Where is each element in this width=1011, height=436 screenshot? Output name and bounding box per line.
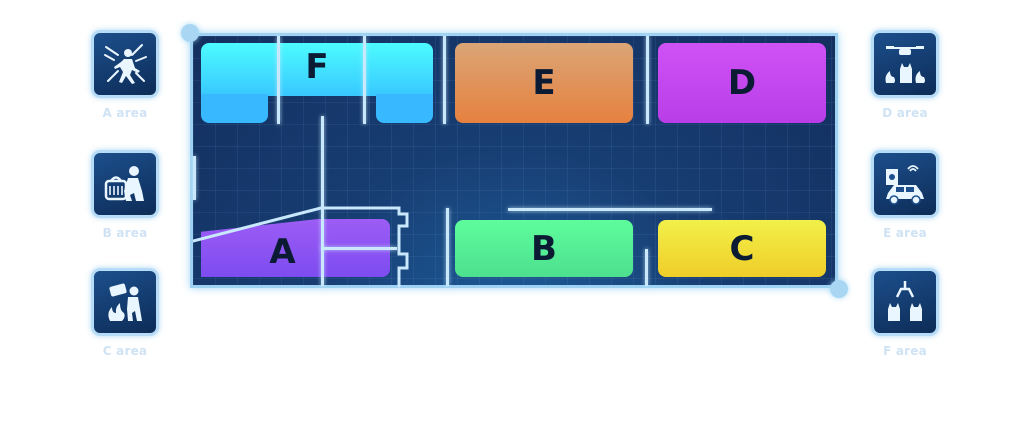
wall bbox=[443, 36, 446, 124]
wall bbox=[645, 249, 648, 286]
factory-car-signal-icon bbox=[871, 150, 939, 218]
area-caption: A area bbox=[102, 106, 148, 120]
room-label-e: E bbox=[532, 63, 556, 103]
area-caption: B area bbox=[102, 226, 148, 240]
wall bbox=[193, 156, 196, 200]
floor-plan: F E D A B C bbox=[190, 33, 838, 288]
corner-handle-bottom-right[interactable] bbox=[830, 280, 848, 298]
drone-cat-fire-icon bbox=[871, 30, 939, 98]
room-f-left-wing bbox=[201, 94, 268, 123]
wall bbox=[446, 208, 449, 286]
area-caption: F area bbox=[883, 344, 927, 358]
room-label-a: A bbox=[269, 232, 296, 272]
room-f[interactable]: F bbox=[201, 43, 433, 96]
wall bbox=[363, 36, 366, 124]
running-person-alarm-icon bbox=[91, 30, 159, 98]
area-card-d[interactable]: D area bbox=[870, 30, 940, 120]
area-card-e[interactable]: E area bbox=[870, 150, 940, 240]
wall bbox=[321, 116, 324, 286]
wall bbox=[508, 208, 712, 211]
area-caption: E area bbox=[883, 226, 927, 240]
wall bbox=[321, 247, 397, 250]
wall-outline bbox=[193, 206, 409, 288]
corner-handle-top-left[interactable] bbox=[181, 24, 199, 42]
room-d[interactable]: D bbox=[658, 43, 826, 123]
room-b[interactable]: B bbox=[455, 220, 633, 277]
area-card-b[interactable]: B area bbox=[90, 150, 160, 240]
room-c[interactable]: C bbox=[658, 220, 826, 277]
area-caption: D area bbox=[882, 106, 928, 120]
room-e[interactable]: E bbox=[455, 43, 633, 123]
area-caption: C area bbox=[102, 344, 148, 358]
area-card-c[interactable]: C area bbox=[90, 268, 160, 358]
room-label-d: D bbox=[727, 63, 757, 103]
wall bbox=[277, 36, 280, 124]
wall bbox=[646, 36, 649, 124]
room-label-f: F bbox=[305, 46, 329, 87]
area-card-f[interactable]: F area bbox=[870, 268, 940, 358]
person-fire-rescue-icon bbox=[91, 268, 159, 336]
room-label-c: C bbox=[729, 228, 755, 269]
area-card-a[interactable]: A area bbox=[90, 30, 160, 120]
claw-cats-icon bbox=[871, 268, 939, 336]
room-label-b: B bbox=[531, 228, 557, 269]
kneeling-person-pet-carrier-icon bbox=[91, 150, 159, 218]
room-f-right-wing bbox=[376, 94, 433, 123]
